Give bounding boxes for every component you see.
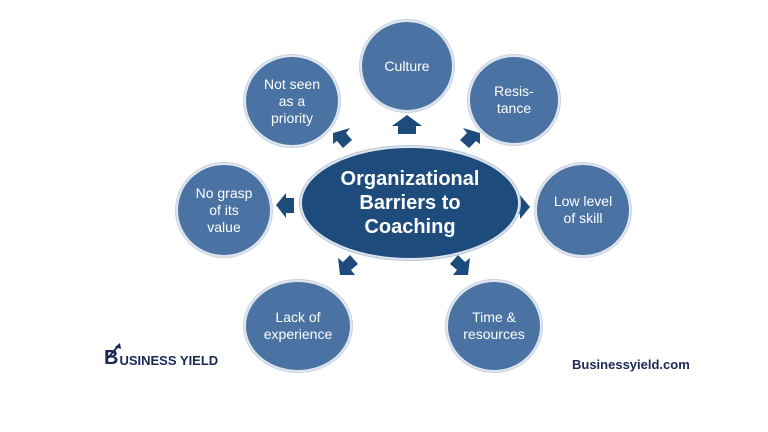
node-time-resources: Time & resources	[446, 280, 542, 372]
node-no-grasp: No grasp of its value	[176, 163, 272, 257]
logo-text: USINESS YIELD	[119, 353, 219, 368]
business-yield-logo: B USINESS YIELD	[104, 343, 219, 368]
logo-letter: B	[104, 343, 121, 368]
node-resistance: Resis- tance	[468, 55, 560, 145]
node-not-priority: Not seen as a priority	[244, 55, 340, 147]
logo-arrow-icon	[107, 343, 121, 359]
arrow-to-no-grasp	[276, 193, 294, 218]
node-low-skill: Low level of skill	[535, 163, 631, 257]
node-culture: Culture	[360, 20, 454, 112]
arrow-up-culture	[392, 115, 422, 134]
arrow-to-time-resources	[450, 255, 470, 275]
arrow-to-priority	[333, 128, 352, 148]
arrow-to-lack-experience	[338, 255, 358, 275]
website-link[interactable]: Businessyield.com	[572, 357, 690, 372]
arrow-to-resistance	[460, 128, 480, 148]
node-lack-experience: Lack of experience	[244, 280, 352, 372]
central-topic: Organizational Barriers to Coaching	[300, 146, 520, 260]
